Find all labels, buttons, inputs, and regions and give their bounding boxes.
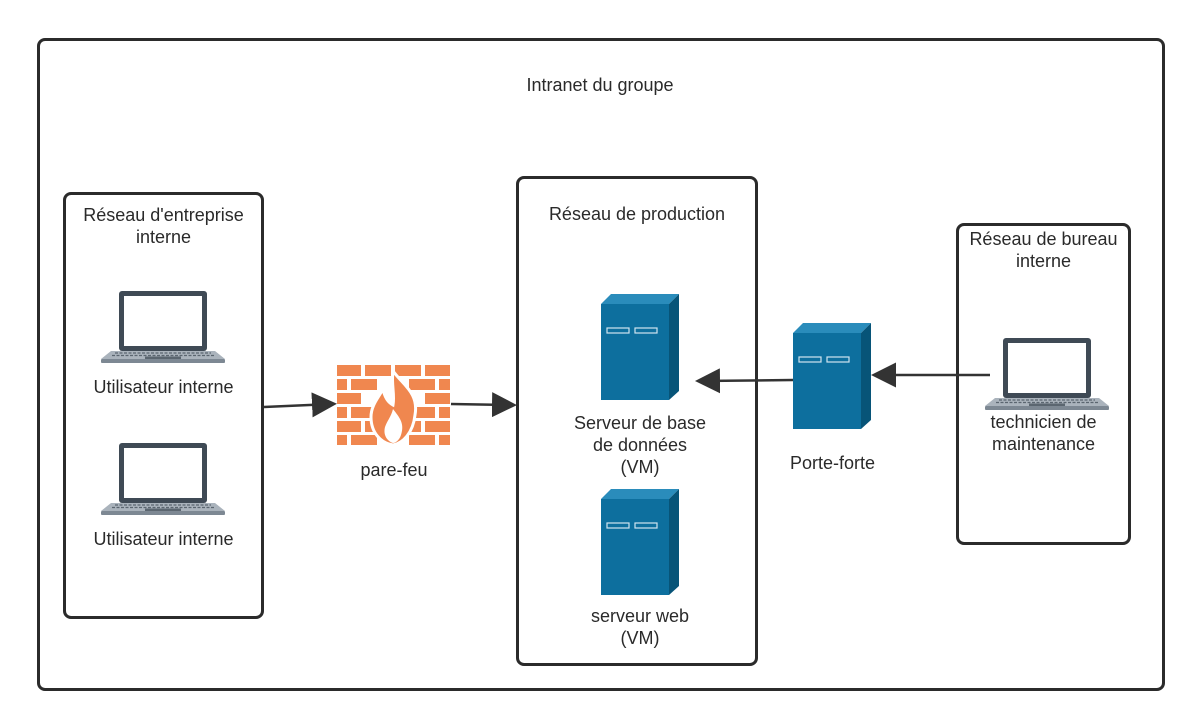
laptop-icon: [984, 337, 1110, 411]
firewall-label: pare-feu: [360, 460, 428, 480]
production-network-title: Réseau de production: [548, 204, 726, 224]
intranet-group-title: Intranet du groupe: [526, 75, 674, 95]
database-server-icon: [600, 293, 680, 401]
laptop-label: Utilisateur interne: [93, 529, 234, 549]
db-server-label: Serveur de base de données (VM): [573, 413, 707, 477]
office-network-title: Réseau de bureau interne: [969, 229, 1118, 271]
arrow-gateway-to-db-server: [695, 368, 794, 394]
technician-label: technicien de maintenance: [990, 412, 1097, 454]
web-server-icon: [600, 488, 680, 596]
gateway-server-icon: [792, 322, 872, 430]
web-server-label: serveur web (VM): [590, 606, 690, 648]
firewall-icon: [337, 365, 450, 447]
laptop-icon: [100, 442, 226, 516]
corporate-network-title: Réseau d'entreprise interne: [83, 205, 244, 247]
arrow-corporate-to-firewall: [263, 392, 337, 418]
intranet-group-box: [37, 38, 1165, 691]
production-network-box: [516, 176, 758, 666]
corporate-network-box: [63, 192, 264, 619]
gateway-label: Porte-forte: [789, 453, 876, 473]
arrow-firewall-to-production: [450, 392, 517, 418]
laptop-label: Utilisateur interne: [93, 377, 234, 397]
laptop-icon: [100, 290, 226, 364]
office-network-box: [956, 223, 1131, 545]
